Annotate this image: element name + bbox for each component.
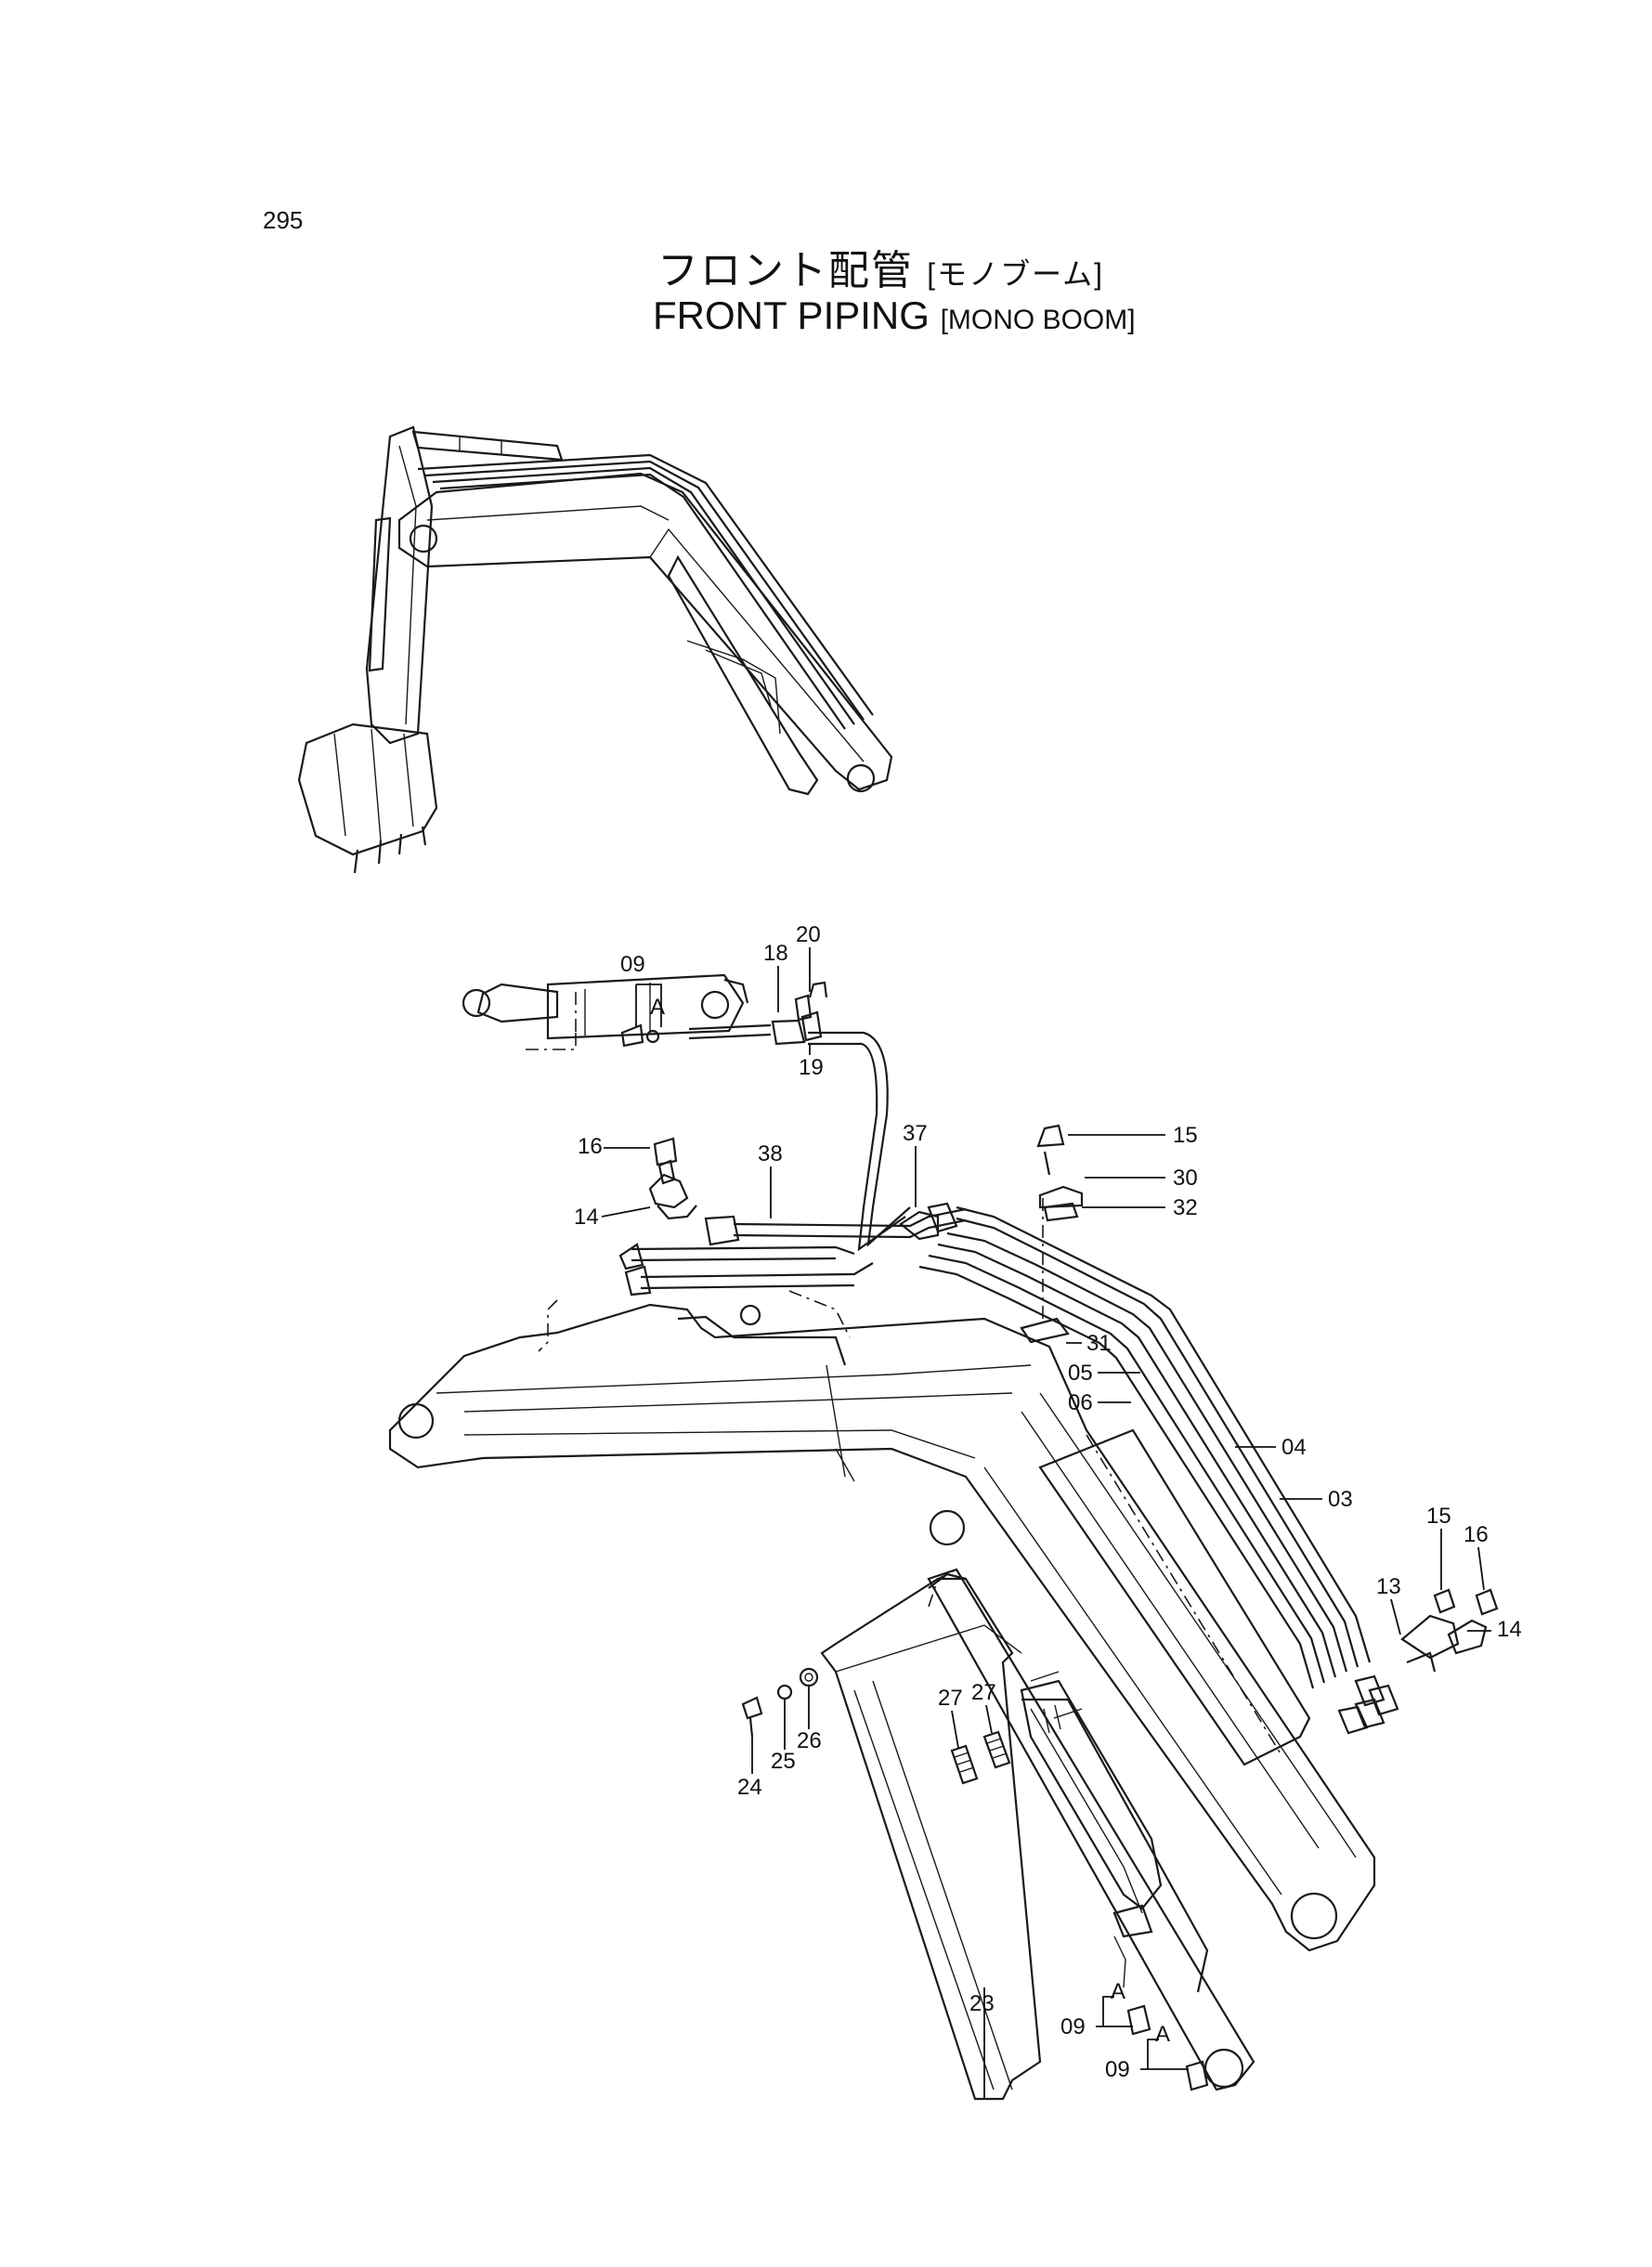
boom-cylinder [927,1568,1255,2091]
callout-30: 30 [1173,1166,1198,1191]
title-english: FRONT PIPING [MONO BOOM] [653,293,1136,338]
hose-assembly [688,981,911,1252]
callout-A-top: A [650,995,665,1020]
callout-23: 23 [969,1991,995,2016]
callout-14-right: 14 [1497,1617,1522,1642]
callout-27-right: 27 [971,1680,996,1705]
callout-09-bottom: 09 [1105,2057,1130,2082]
callout-A-mid: A [1111,1979,1125,2004]
callout-31: 31 [1086,1331,1112,1356]
callout-27-left: 27 [938,1686,963,1711]
callout-09-top: 09 [620,952,645,977]
callout-38: 38 [758,1141,783,1166]
callout-09-mid: 09 [1060,2014,1086,2039]
callout-A-bottom: A [1155,2022,1170,2047]
callout-04: 04 [1281,1435,1307,1460]
callout-16-right: 16 [1463,1522,1489,1547]
callout-37: 37 [903,1121,928,1146]
callout-14-top: 14 [574,1205,599,1230]
callout-06: 06 [1068,1390,1093,1415]
arm-cylinder-exploded [462,973,749,1050]
title-en-main: FRONT PIPING [653,293,930,337]
pipe-bundle [618,1202,1399,1735]
page-number: 295 [263,206,304,234]
callout-32: 32 [1173,1195,1198,1220]
clamp-lower-right [1400,1588,1499,1673]
callout-24: 24 [737,1775,762,1800]
title-en-sub: [MONO BOOM] [940,305,1136,335]
clamp-top [538,1137,851,1352]
title-jp-main: フロント配管 [657,248,914,293]
title-jp-sub: [モノブーム] [927,257,1105,291]
callout-16-top: 16 [578,1134,603,1159]
callout-03: 03 [1328,1487,1353,1512]
callout-18: 18 [763,941,788,966]
callout-15-right: 15 [1426,1504,1451,1529]
rubber-pads [950,1730,1011,1785]
main-boom [388,1303,1376,1952]
callout-19: 19 [799,1055,824,1080]
callout-15-top: 15 [1173,1123,1198,1148]
title-japanese: フロント配管 [モノブーム] [657,237,1104,296]
clamp-right [1020,1124,1084,1344]
callout-13: 13 [1376,1574,1401,1599]
callouts: 09 A 18 20 19 38 37 16 14 15 30 32 31 05… [574,922,1522,2099]
callout-26: 26 [797,1728,822,1753]
guard-cover [820,1569,1042,2101]
bottom-fittings [1126,2004,1209,2091]
callout-25: 25 [771,1749,796,1774]
callout-05: 05 [1068,1361,1093,1386]
overview-excavator-front [297,425,893,874]
bolt-washer-parts [741,1667,819,1738]
callout-20: 20 [796,922,821,947]
